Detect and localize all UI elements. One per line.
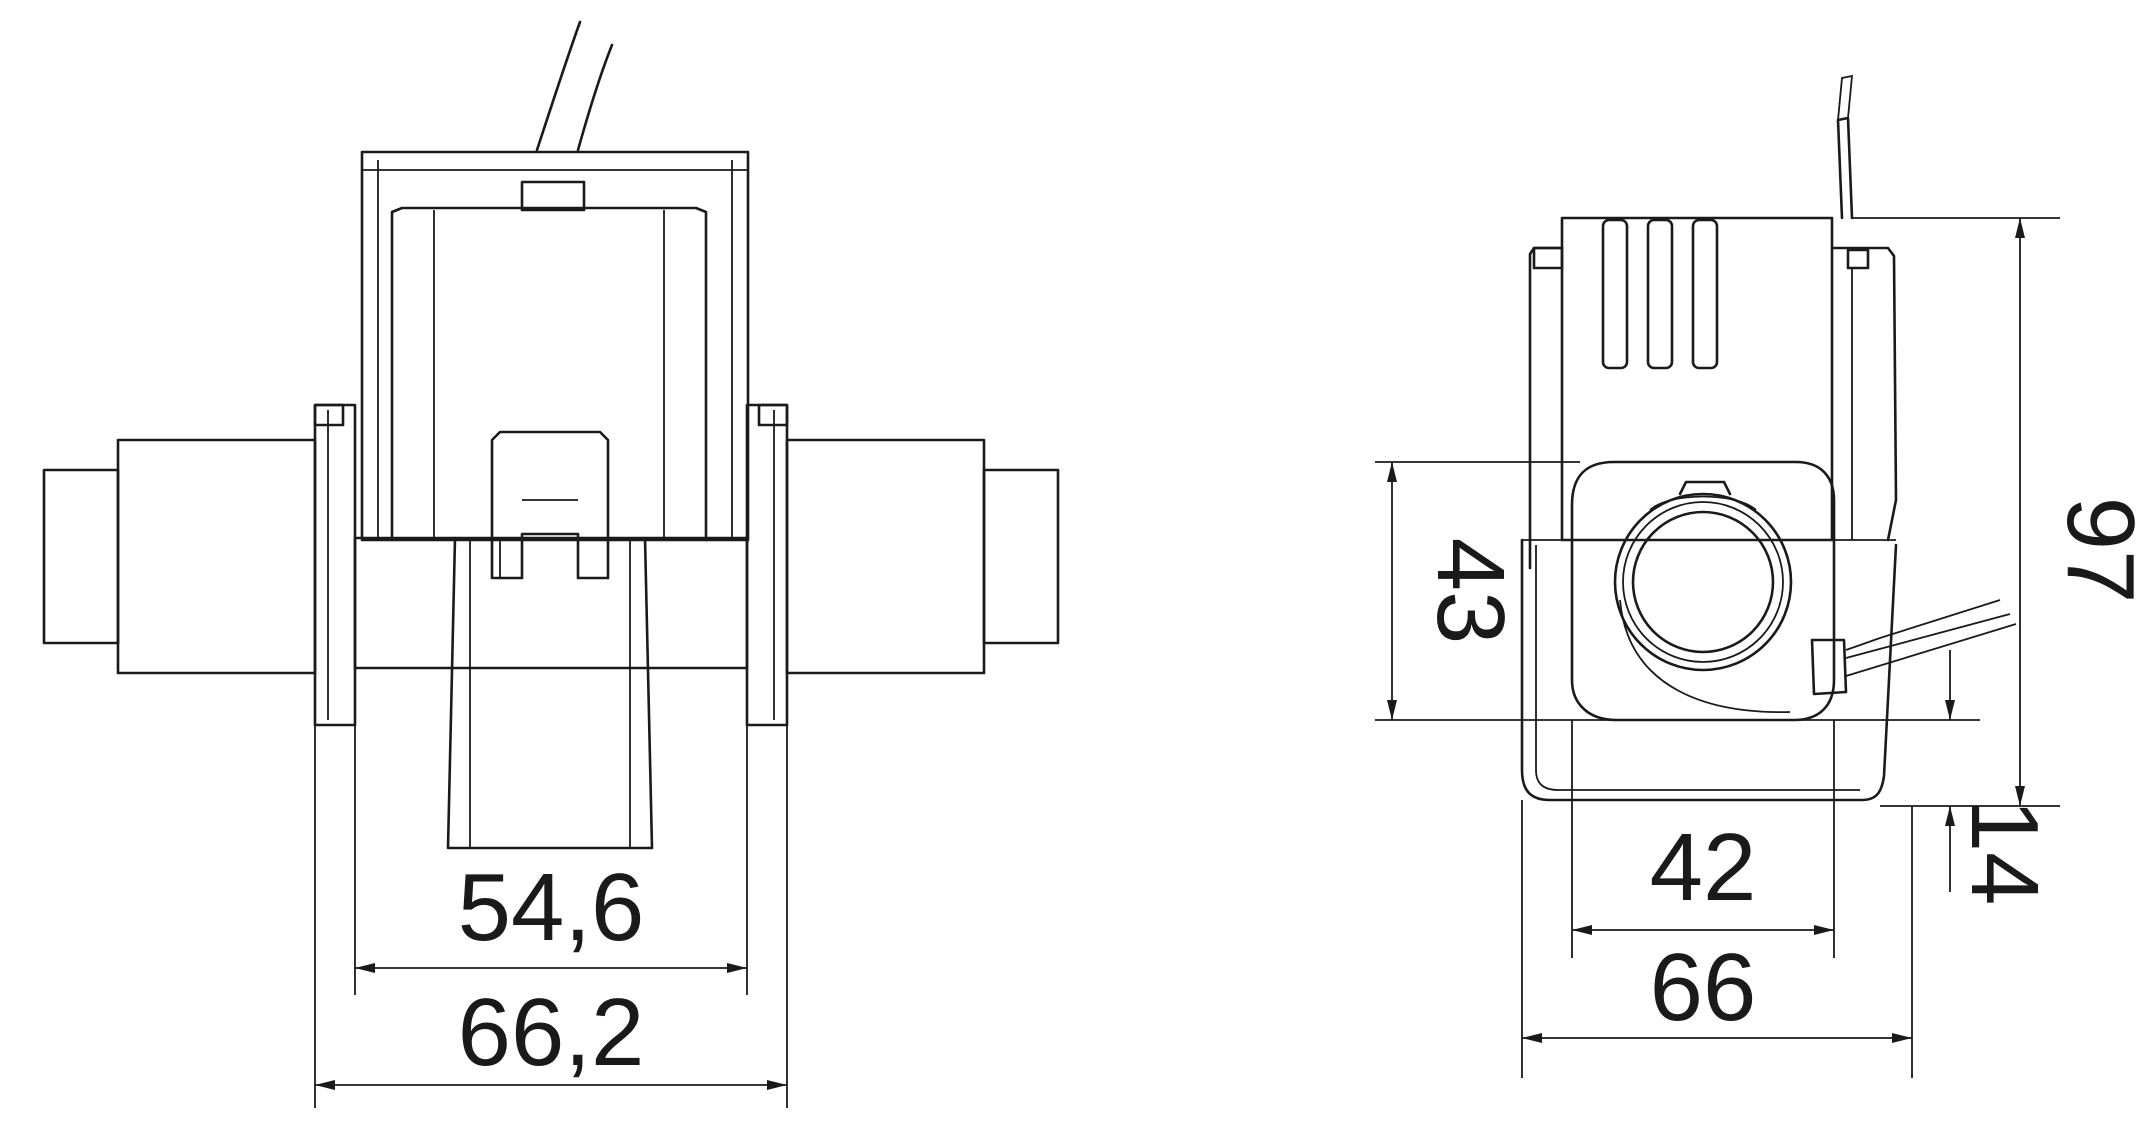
front-cable-1	[535, 20, 582, 152]
dim-label-54-6: 54,6	[458, 854, 645, 961]
front-inner-cover	[390, 206, 708, 542]
side-lower-body	[1520, 538, 1898, 802]
dim-label-14: 14	[1951, 799, 2058, 906]
front-right-cylinder	[785, 438, 986, 675]
dim-label-97: 97	[2047, 497, 2140, 604]
side-wire-tie	[1810, 638, 1848, 696]
side-window	[1570, 460, 1836, 722]
side-slot-3	[1691, 218, 1719, 370]
front-left-cylinder	[116, 438, 317, 675]
front-right-stub	[982, 468, 1060, 645]
side-left-ear	[1528, 246, 1564, 570]
front-view: 54,6 66,2	[42, 20, 1060, 1108]
side-aperture-clip	[1678, 480, 1732, 496]
front-cable-2	[576, 43, 614, 152]
side-view: 97 43 14 42 66	[1375, 74, 2140, 1078]
dim-label-66-2: 66,2	[458, 979, 645, 1086]
front-right-flange	[745, 403, 789, 727]
side-right-ear	[1830, 246, 1898, 542]
dim-label-43: 43	[1417, 538, 1524, 645]
front-middle-body	[353, 536, 749, 670]
side-cable	[1836, 116, 1854, 220]
side-slot-1	[1601, 218, 1629, 370]
side-slot-2	[1646, 218, 1674, 370]
front-bottom-clamp	[446, 536, 654, 850]
front-latch	[490, 430, 610, 580]
dim-label-66: 66	[1650, 934, 1757, 1041]
front-cap	[520, 180, 586, 212]
side-aperture-inner	[1631, 510, 1775, 654]
front-left-flange	[313, 403, 357, 727]
front-left-stub	[42, 468, 120, 645]
dim-label-42: 42	[1650, 814, 1757, 921]
front-top-housing	[360, 150, 750, 542]
side-aperture-outer	[1613, 492, 1793, 672]
